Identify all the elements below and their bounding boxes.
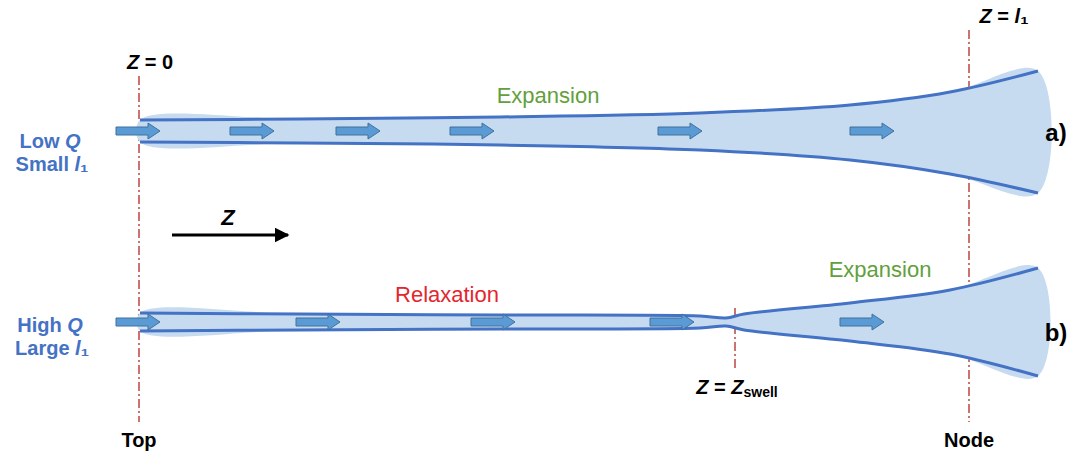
position-label: Node: [944, 429, 994, 451]
flow-arrow: [230, 123, 274, 139]
regime-label: Relaxation: [395, 283, 499, 307]
flow-arrow: [471, 314, 515, 330]
regime-label: Expansion: [497, 84, 600, 108]
jet-edge: [140, 71, 1038, 120]
z-l1-label: Z = l₁: [980, 5, 1029, 27]
flow-arrow: [116, 123, 160, 139]
jets: [116, 68, 1052, 379]
jet-edge: [140, 326, 1038, 376]
z-axis-arrow: [172, 234, 288, 237]
position-label: Top: [121, 429, 156, 451]
panel-letter: b): [1045, 320, 1068, 346]
axis-label: Z: [221, 206, 234, 230]
jet-body: [136, 68, 1052, 197]
flow-arrow: [650, 314, 694, 330]
z-swell-label: Z = Zswell: [696, 376, 777, 401]
flow-arrow: [658, 123, 702, 139]
reference-lines: [139, 30, 969, 422]
flow-arrow: [116, 314, 160, 330]
flow-arrow: [336, 123, 380, 139]
jet-body: [137, 265, 1051, 379]
flow-arrow: [450, 123, 494, 139]
flow-arrow: [850, 123, 894, 139]
z-zero-label: Z = 0: [127, 51, 173, 73]
panel-letter: a): [1045, 120, 1066, 146]
regime-label: Expansion: [829, 258, 932, 282]
length-label: Small l₁: [16, 153, 89, 175]
length-label: Large l₁: [15, 337, 89, 359]
flow-arrow: [840, 314, 884, 330]
flow-arrow: [296, 314, 340, 330]
flow-rate-label: High Q: [17, 314, 83, 336]
jet-edge: [140, 142, 1038, 193]
flow-rate-label: Low Q: [19, 130, 80, 152]
